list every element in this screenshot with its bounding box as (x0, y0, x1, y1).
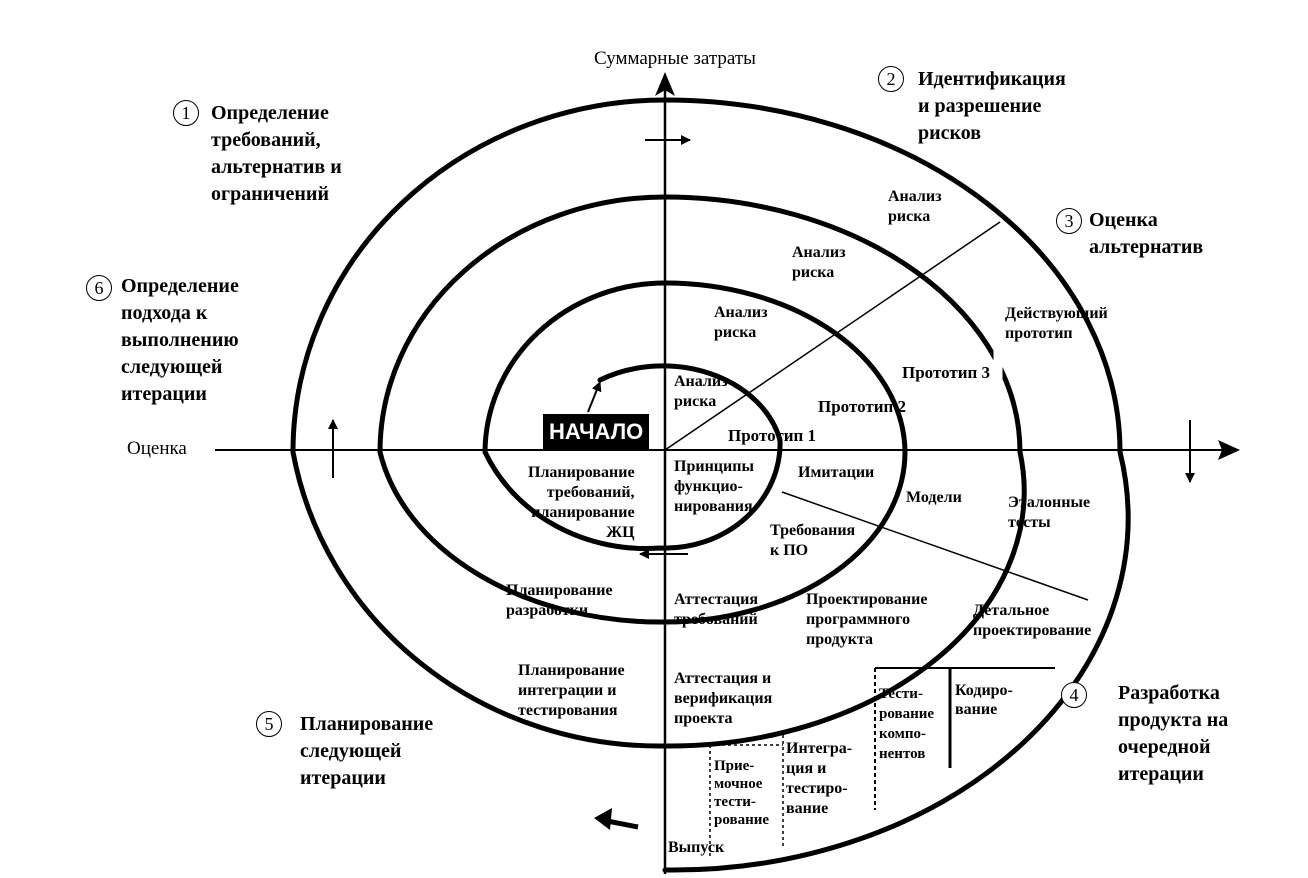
quadrant-1-number: 1 (173, 100, 199, 126)
quadrant-3-label: Оценка альтернатив (1089, 209, 1204, 258)
arrow-start (587, 381, 602, 413)
product-design: Проектирование программного продукта (806, 591, 928, 648)
spiral-loop-1 (482, 363, 783, 552)
prototype-1: Прототип 1 (728, 426, 817, 445)
models: Модели (906, 489, 962, 506)
working-prototype: Действующий прототип (1005, 305, 1108, 342)
acceptance-testing: Прие- мочное тести- рование (714, 758, 770, 828)
risk-analysis-2: Анализ риска (714, 304, 768, 341)
divider-line-lower (781, 491, 1089, 601)
quadrant-6-number: 6 (86, 275, 112, 301)
spiral-loop-4 (290, 97, 1131, 873)
prototype-3: Прототип 3 (902, 363, 991, 382)
quadrant-5-label: Планирование следующей итерации (300, 713, 434, 789)
spiral-loop-2 (377, 280, 908, 625)
quadrant-3-number: 3 (1056, 208, 1082, 234)
benchmarks: Эталонные тесты (1008, 494, 1091, 531)
simulations: Имитации (798, 464, 875, 481)
divider-line-upper (664, 221, 1001, 451)
quadrant-5-number: 5 (256, 711, 282, 737)
detailed-design: Детальное проектирование (973, 602, 1092, 639)
prototype-2: Прототип 2 (818, 397, 907, 416)
integration-planning: Планирование интеграции и тестирования (518, 662, 625, 719)
quadrant-4-label: Разработка продукта на очередной итераци… (1118, 682, 1229, 785)
vertical-axis-label: Суммарные затраты (594, 48, 756, 69)
risk-analysis-1: Анализ риска (674, 373, 728, 410)
start-label: НАЧАЛО (543, 414, 650, 450)
unit-testing: Тести- рование компо- нентов (879, 686, 935, 762)
integration-testing: Интегра- ция и тестиро- вание (786, 740, 853, 817)
vertical-axis-arrowhead (655, 72, 675, 96)
quadrant-6-label: Определение подхода к выполнению следующ… (121, 275, 239, 405)
risk-analysis-3: Анализ риска (792, 244, 846, 281)
requirements-planning: Планирование требований, планирование ЖЦ (528, 464, 635, 541)
horizontal-axis-arrowhead (1218, 440, 1240, 460)
quadrant-2-label: Идентификация и разрешение рисков (918, 68, 1066, 144)
concept-of-operation: Принципы функцио- нирования (674, 458, 754, 515)
risk-analysis-4: Анализ риска (888, 188, 942, 225)
requirements-validation: Аттестация требований (674, 591, 759, 628)
release: Выпуск (668, 839, 725, 856)
software-requirements: Требования к ПО (770, 522, 856, 559)
quadrant-1-label: Определение требований, альтернатив и ог… (211, 102, 342, 205)
quadrant-2-number: 2 (878, 66, 904, 92)
quadrant-4-number: 4 (1061, 682, 1087, 708)
horizontal-axis-label: Оценка (127, 438, 187, 459)
development-planning: Планирование разработки (506, 582, 613, 619)
spiral-loop-3 (290, 194, 1027, 749)
design-verification: Аттестация и верификация проекта (674, 670, 773, 727)
coding: Кодиро- вание (955, 682, 1013, 718)
